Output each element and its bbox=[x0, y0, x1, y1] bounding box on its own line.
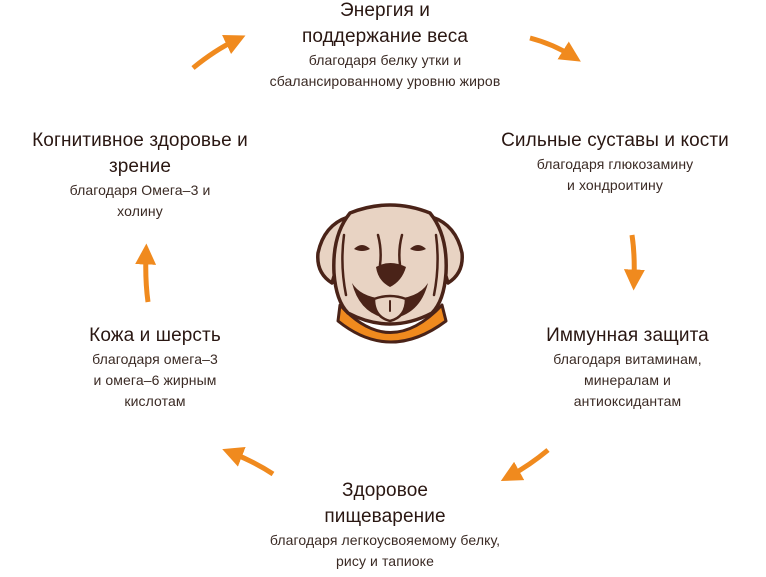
benefit-immune: Иммунная защита благодаря витаминам, мин… bbox=[510, 323, 745, 412]
benefit-joints: Сильные суставы и кости благодаря глюкоз… bbox=[470, 128, 760, 196]
arrow-up-icon bbox=[135, 243, 157, 303]
benefit-title: Здоровое пищеварение bbox=[324, 480, 446, 527]
benefit-title: Когнитивное здоровье и зрение bbox=[32, 130, 248, 177]
benefit-subtitle: благодаря легкоусвояемому белку, рису и … bbox=[269, 532, 501, 569]
benefit-subtitle: благодаря Омега–3 и холину bbox=[69, 182, 211, 219]
benefit-subtitle: благодаря витаминам, минералам и антиокс… bbox=[553, 351, 702, 409]
arrow-up-left-icon bbox=[222, 447, 275, 477]
arrow-down-icon bbox=[623, 234, 645, 291]
benefit-cognitive: Когнитивное здоровье и зрение благодаря … bbox=[5, 128, 275, 222]
dog-head-icon bbox=[310, 195, 470, 350]
benefit-energy: Энергия и поддержание веса благодаря бел… bbox=[230, 0, 540, 92]
benefit-subtitle: благодаря белку утки и сбалансированному… bbox=[269, 52, 501, 89]
benefit-subtitle: благодаря глюкозамину и хондроитину bbox=[536, 156, 694, 193]
benefit-skin: Кожа и шерсть благодаря омега–3 и омега–… bbox=[40, 323, 270, 412]
benefit-title: Энергия и поддержание веса bbox=[301, 0, 469, 47]
benefit-digestion: Здоровое пищеварение благодаря легкоусво… bbox=[240, 478, 530, 572]
benefit-title: Сильные суставы и кости bbox=[501, 130, 729, 151]
benefit-subtitle: благодаря омега–3 и омега–6 жирным кисло… bbox=[92, 351, 218, 409]
benefit-title: Иммунная защита bbox=[546, 325, 709, 346]
arrow-down-left-icon bbox=[500, 448, 550, 482]
benefit-title: Кожа и шерсть bbox=[89, 325, 221, 346]
